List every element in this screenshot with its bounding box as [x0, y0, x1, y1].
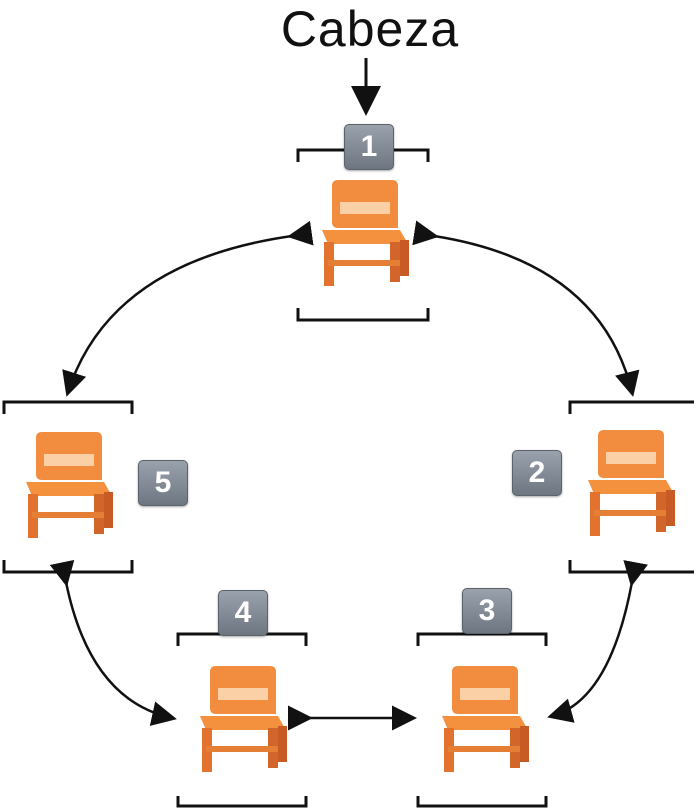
chair-icon	[588, 430, 675, 536]
link-5-4	[49, 559, 177, 726]
chair-icon	[200, 666, 287, 772]
chair-icon	[322, 180, 409, 286]
chair-icon	[26, 432, 113, 538]
node-3-frame	[416, 632, 548, 808]
chair-icon	[442, 666, 529, 772]
link-2-3	[547, 560, 648, 723]
node-2-badge: 2	[512, 450, 562, 496]
node-3-badge: 3	[462, 588, 512, 634]
node-4-badge: 4	[218, 590, 268, 636]
link-1-5	[62, 220, 314, 397]
node-5-badge: 5	[138, 460, 188, 506]
head-label: Cabeza	[280, 1, 460, 57]
link-1-2	[412, 220, 640, 397]
node-1-badge: 1	[344, 124, 394, 170]
